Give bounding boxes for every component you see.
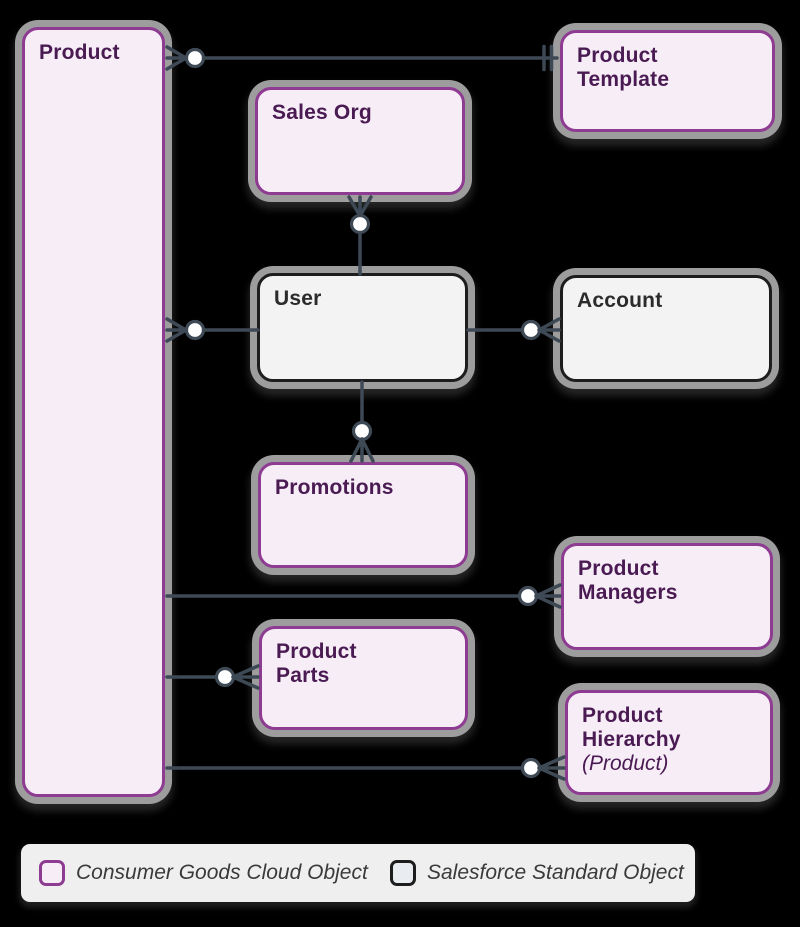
standard-swatch-icon (390, 860, 416, 886)
node-promotions-label: Promotions (275, 476, 394, 499)
node-user-label: User (274, 287, 322, 310)
crow-foot-icon (231, 664, 260, 690)
legend-item-salesforce-standard: Salesforce Standard Object (390, 844, 684, 902)
connector-product-to-product-template (165, 44, 559, 72)
connector-product-to-product-parts (165, 664, 260, 690)
crow-foot-icon (165, 317, 188, 343)
crow-foot-icon (349, 437, 375, 463)
node-product: Product (22, 27, 165, 797)
connector-product-to-product-hierarchy (165, 755, 566, 781)
node-product-parts: Product Parts (259, 626, 468, 730)
crow-foot-icon (534, 583, 562, 609)
legend: Consumer Goods Cloud Object Salesforce S… (21, 844, 695, 902)
connector-sales-org-to-user (347, 195, 373, 276)
legend-label: Consumer Goods Cloud Object (76, 861, 368, 884)
node-product-label: Product (39, 41, 120, 64)
zero-circle-icon (520, 757, 542, 779)
crow-foot-icon (537, 755, 566, 781)
connector-product-to-product-managers (165, 583, 562, 609)
zero-circle-icon (184, 319, 206, 341)
node-product-parts-label: Product Parts (276, 640, 357, 687)
zero-circle-icon (349, 213, 371, 235)
zero-circle-icon (214, 666, 236, 688)
connector-user-to-account (466, 317, 561, 343)
node-user: User (257, 273, 468, 382)
crow-foot-icon (165, 45, 188, 71)
zero-circle-icon (184, 47, 206, 69)
zero-circle-icon (520, 319, 542, 341)
node-product-hierarchy-label: Product Hierarchy (582, 704, 681, 751)
exactly-one-bars-icon (542, 44, 554, 72)
zero-circle-icon (517, 585, 539, 607)
connector-product-to-user (165, 317, 260, 343)
node-product-hierarchy-sublabel: (Product) (582, 752, 669, 775)
node-sales-org: Sales Org (255, 87, 465, 195)
node-product-template-label: Product Template (577, 44, 670, 91)
zero-circle-icon (351, 420, 373, 442)
legend-label: Salesforce Standard Object (427, 861, 684, 884)
node-promotions: Promotions (258, 462, 468, 568)
node-sales-org-label: Sales Org (272, 101, 372, 124)
node-product-managers: Product Managers (561, 543, 773, 650)
crow-foot-icon (347, 195, 373, 218)
node-account: Account (560, 275, 772, 382)
cgc-swatch-icon (39, 860, 65, 886)
legend-item-consumer-goods-cloud: Consumer Goods Cloud Object (39, 844, 368, 902)
node-product-managers-label: Product Managers (578, 557, 678, 604)
crow-foot-icon (537, 317, 561, 343)
node-product-hierarchy: Product Hierarchy (Product) (565, 690, 773, 795)
node-product-template: Product Template (560, 30, 775, 132)
connector-user-to-promotions (349, 380, 375, 463)
node-account-label: Account (577, 289, 663, 312)
